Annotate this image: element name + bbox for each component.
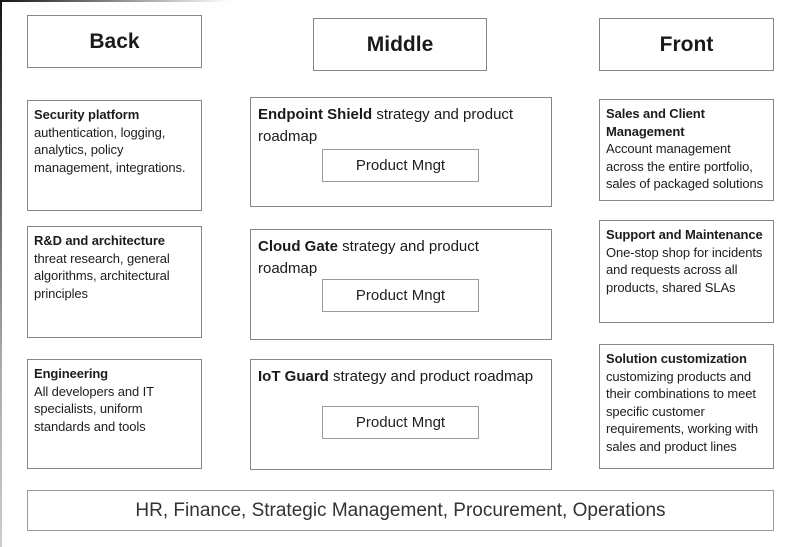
dept-title: Engineering (34, 366, 109, 381)
dept-box-support-maintenance: Support and Maintenance One-stop shop fo… (599, 220, 774, 323)
product-mngt-box: Product Mngt (322, 149, 479, 182)
product-name: Cloud Gate (258, 238, 339, 255)
dept-box-rnd-architecture: R&D and architecture threat research, ge… (27, 226, 202, 338)
dept-title: R&D and architecture (34, 233, 165, 248)
dept-description: authentication, logging, analytics, poli… (34, 124, 186, 175)
dept-box-security-platform: Security platform authentication, loggin… (27, 100, 202, 211)
dept-description: All developers and IT specialists, unifo… (34, 383, 155, 434)
product-name: Endpoint Shield (258, 106, 373, 123)
product-mngt-box: Product Mngt (322, 406, 479, 439)
product-box-title: Endpoint Shield strategy and product roa… (258, 104, 544, 148)
shared-services-bar: HR, Finance, Strategic Management, Procu… (27, 490, 774, 531)
dept-description: customizing products and their combinati… (606, 368, 759, 454)
product-box-title: Cloud Gate strategy and product roadmap (258, 236, 544, 280)
product-box-cloud-gate: Cloud Gate strategy and product roadmap … (250, 229, 552, 340)
dept-description: One-stop shop for incidents and requests… (606, 244, 763, 295)
column-header-back-label: Back (89, 29, 140, 53)
dept-title: Security platform (34, 107, 140, 122)
product-mngt-label: Product Mngt (355, 287, 446, 304)
dept-title: Support and Maintenance (606, 227, 763, 242)
product-box-title: IoT Guard strategy and product roadmap (258, 366, 544, 388)
dept-box-solution-customization: Solution customization customizing produ… (599, 344, 774, 469)
column-header-front-label: Front (659, 32, 714, 56)
dept-box-sales-client-management: Sales and Client Management Account mana… (599, 99, 774, 201)
product-box-endpoint-shield: Endpoint Shield strategy and product roa… (250, 97, 552, 207)
product-title-suffix: strategy and product roadmap (258, 238, 479, 277)
product-mngt-label: Product Mngt (355, 157, 446, 174)
column-header-front: Front (599, 18, 774, 71)
dept-description: Account management across the entire por… (606, 141, 764, 192)
product-title-suffix: strategy and product roadmap (258, 106, 514, 145)
dept-title: Solution customization (606, 351, 747, 366)
dept-box-engineering: Engineering All developers and IT specia… (27, 359, 202, 469)
product-box-iot-guard: IoT Guard strategy and product roadmap P… (250, 359, 552, 470)
product-mngt-label: Product Mngt (355, 414, 446, 431)
window-edge-shadow-top (0, 0, 230, 2)
column-header-back: Back (27, 15, 202, 68)
dept-description: threat research, general algorithms, arc… (34, 250, 170, 301)
product-name: IoT Guard (258, 368, 329, 385)
dept-title: Sales and Client Management (606, 106, 705, 139)
shared-services-label: HR, Finance, Strategic Management, Procu… (135, 499, 666, 521)
product-mngt-box: Product Mngt (322, 279, 479, 312)
window-edge-shadow-left (0, 0, 2, 547)
column-header-middle: Middle (313, 18, 487, 71)
product-title-suffix: strategy and product roadmap (328, 368, 534, 385)
column-header-middle-label: Middle (366, 32, 434, 56)
